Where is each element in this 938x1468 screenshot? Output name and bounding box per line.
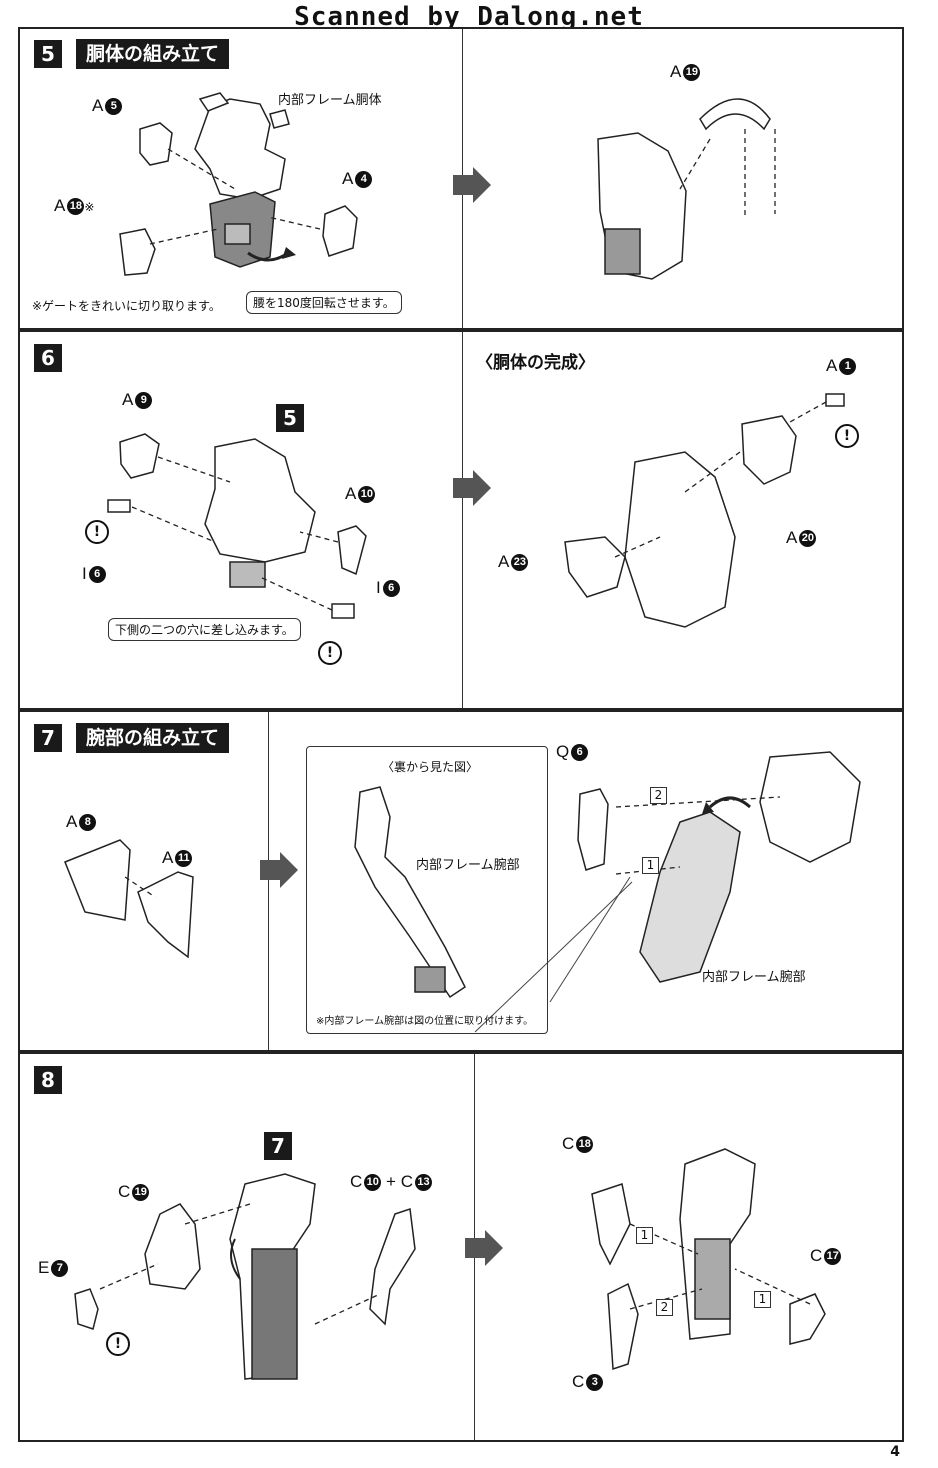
step-number: 7 bbox=[34, 724, 62, 752]
step-5-parts-drawing bbox=[119, 92, 776, 280]
page-number: 4 bbox=[890, 1444, 900, 1460]
caution-icon: ! bbox=[835, 424, 859, 448]
caution-icon: ! bbox=[106, 1332, 130, 1356]
order-marker: 2 bbox=[650, 784, 667, 804]
rotate-arrow-icon bbox=[230, 1238, 241, 1280]
panel-divider bbox=[268, 712, 269, 1050]
step-8-parts-drawing bbox=[74, 1148, 826, 1380]
label-frame-torso: 内部フレーム胴体 bbox=[278, 93, 382, 108]
caution-icon: ! bbox=[318, 641, 342, 665]
panel-divider bbox=[462, 332, 463, 708]
step-number: 8 bbox=[34, 1066, 62, 1094]
rotate-arrow-icon bbox=[708, 796, 752, 809]
label-frame-arm: 内部フレーム腕部 bbox=[702, 970, 806, 985]
inset-title: 〈裏から見た図〉 bbox=[382, 760, 479, 774]
next-step-arrow-icon bbox=[465, 1230, 503, 1266]
next-step-arrow-icon bbox=[260, 852, 298, 888]
inset-note: ※内部フレーム腕部は図の位置に取り付けます。 bbox=[316, 1016, 534, 1027]
order-marker: 1 bbox=[642, 854, 659, 874]
gate-note: ※ゲートをきれいに切り取ります。 bbox=[32, 299, 221, 313]
order-marker: 1 bbox=[636, 1224, 653, 1244]
insert-note: 下側の二つの穴に差し込みます。 bbox=[108, 618, 301, 641]
step-5-panel: 5 胴体の組み立て bbox=[18, 27, 904, 330]
step-7-parts-drawing bbox=[64, 751, 861, 1033]
order-marker: 1 bbox=[754, 1288, 771, 1308]
step-number: 5 bbox=[34, 40, 62, 68]
step-number: 6 bbox=[34, 344, 62, 372]
step-6-parts-drawing bbox=[107, 393, 845, 628]
rotate-note: 腰を180度回転させます。 bbox=[246, 291, 402, 314]
step-ref: 7 bbox=[264, 1132, 292, 1160]
back-view-inset bbox=[306, 746, 548, 1034]
complete-title: 〈胴体の完成〉 bbox=[476, 353, 595, 373]
next-step-arrow-icon bbox=[453, 470, 491, 506]
next-step-arrow-icon bbox=[453, 167, 491, 203]
step-6-panel: 6 5 bbox=[18, 330, 904, 710]
step-title: 腕部の組み立て bbox=[76, 723, 230, 753]
step-8-panel: 8 7 bbox=[18, 1052, 904, 1442]
step-title: 胴体の組み立て bbox=[76, 39, 230, 69]
step-ref: 5 bbox=[276, 404, 304, 432]
label-frame-arm-inset: 内部フレーム腕部 bbox=[416, 858, 520, 873]
order-marker: 2 bbox=[656, 1296, 673, 1316]
caution-icon: ! bbox=[85, 520, 109, 544]
